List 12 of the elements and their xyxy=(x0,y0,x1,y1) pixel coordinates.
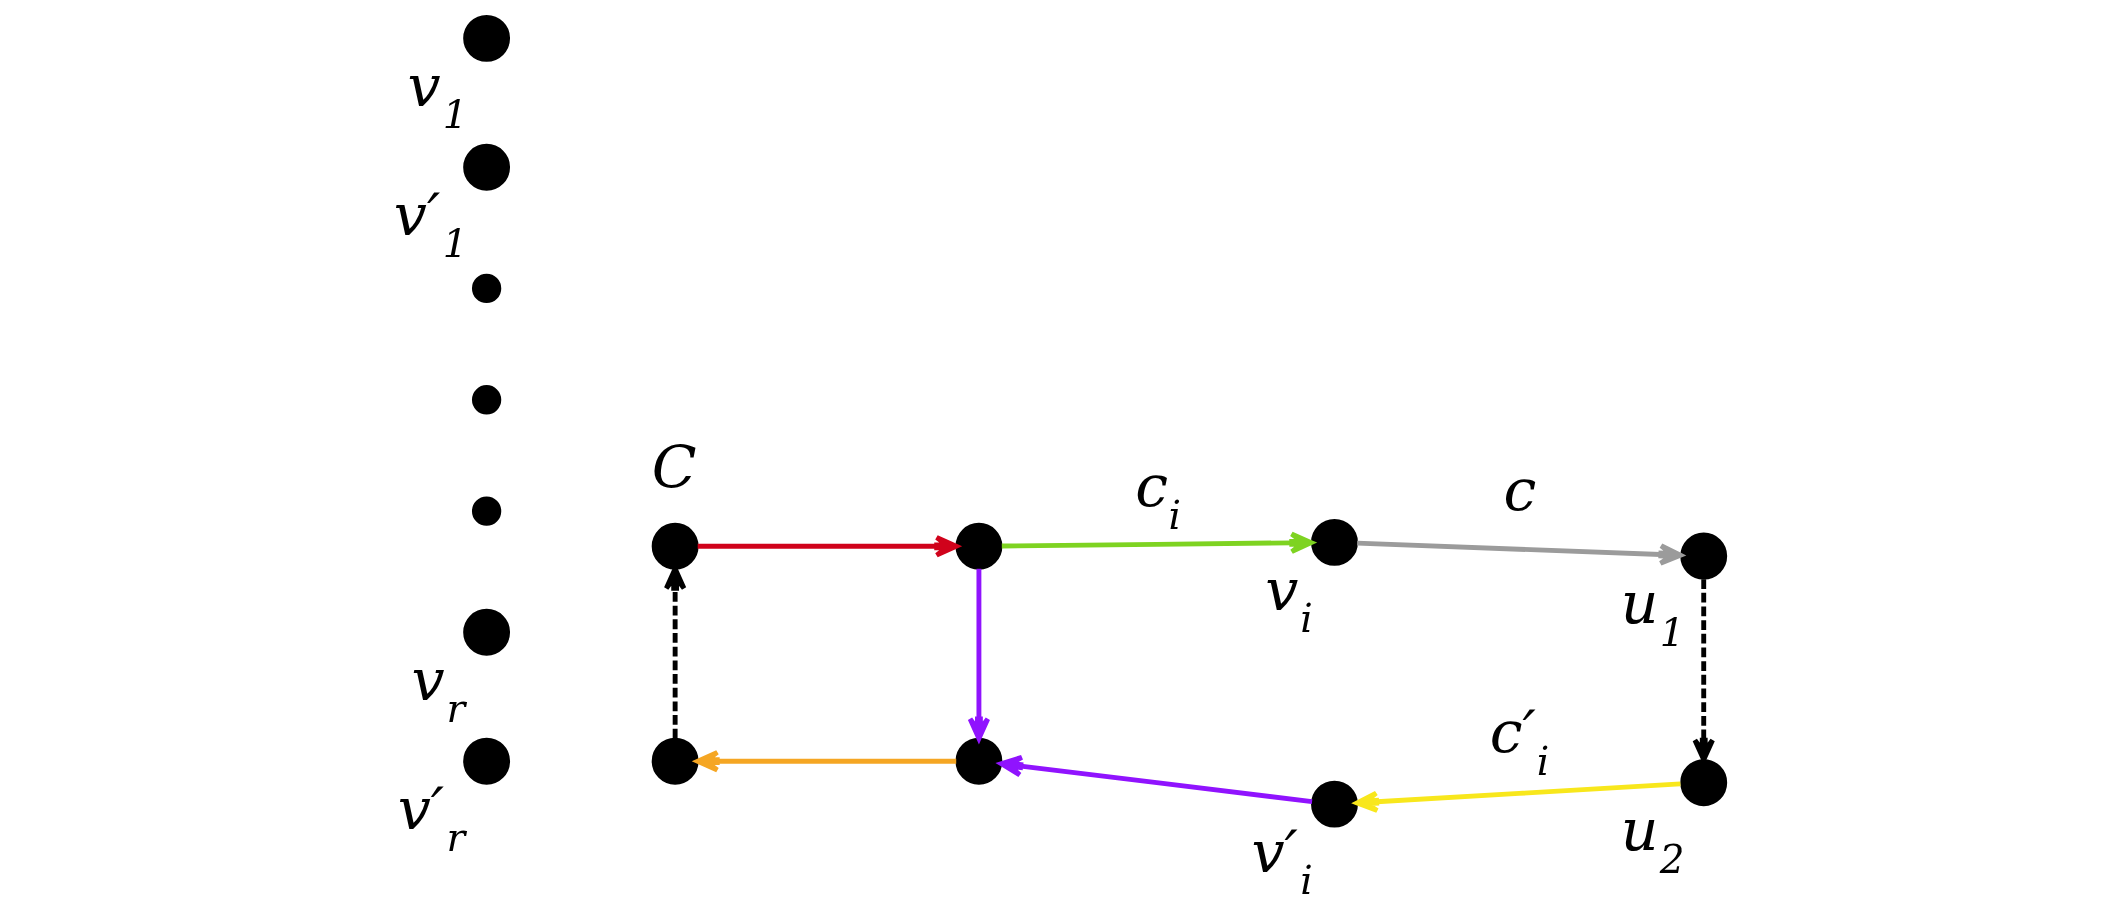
node-label: v′$_{r}$ xyxy=(397,774,465,861)
label: C xyxy=(651,432,697,501)
node-label: u$_{2}$ xyxy=(1620,796,1685,882)
node-label: v$_{r}$ xyxy=(410,645,465,732)
edge-label: c xyxy=(1502,456,1536,525)
node-label: v$_{i}$ xyxy=(1264,555,1313,642)
edge-label: c′$_{i}$ xyxy=(1489,698,1549,784)
edge-label: c$_{i}$ xyxy=(1134,452,1181,538)
node-label: v$_{1}$ xyxy=(406,51,468,138)
node-label: v′$_{i}$ xyxy=(1250,817,1313,904)
node-label: v′$_{1}$ xyxy=(393,180,468,267)
node-label: u$_{1}$ xyxy=(1620,569,1685,655)
